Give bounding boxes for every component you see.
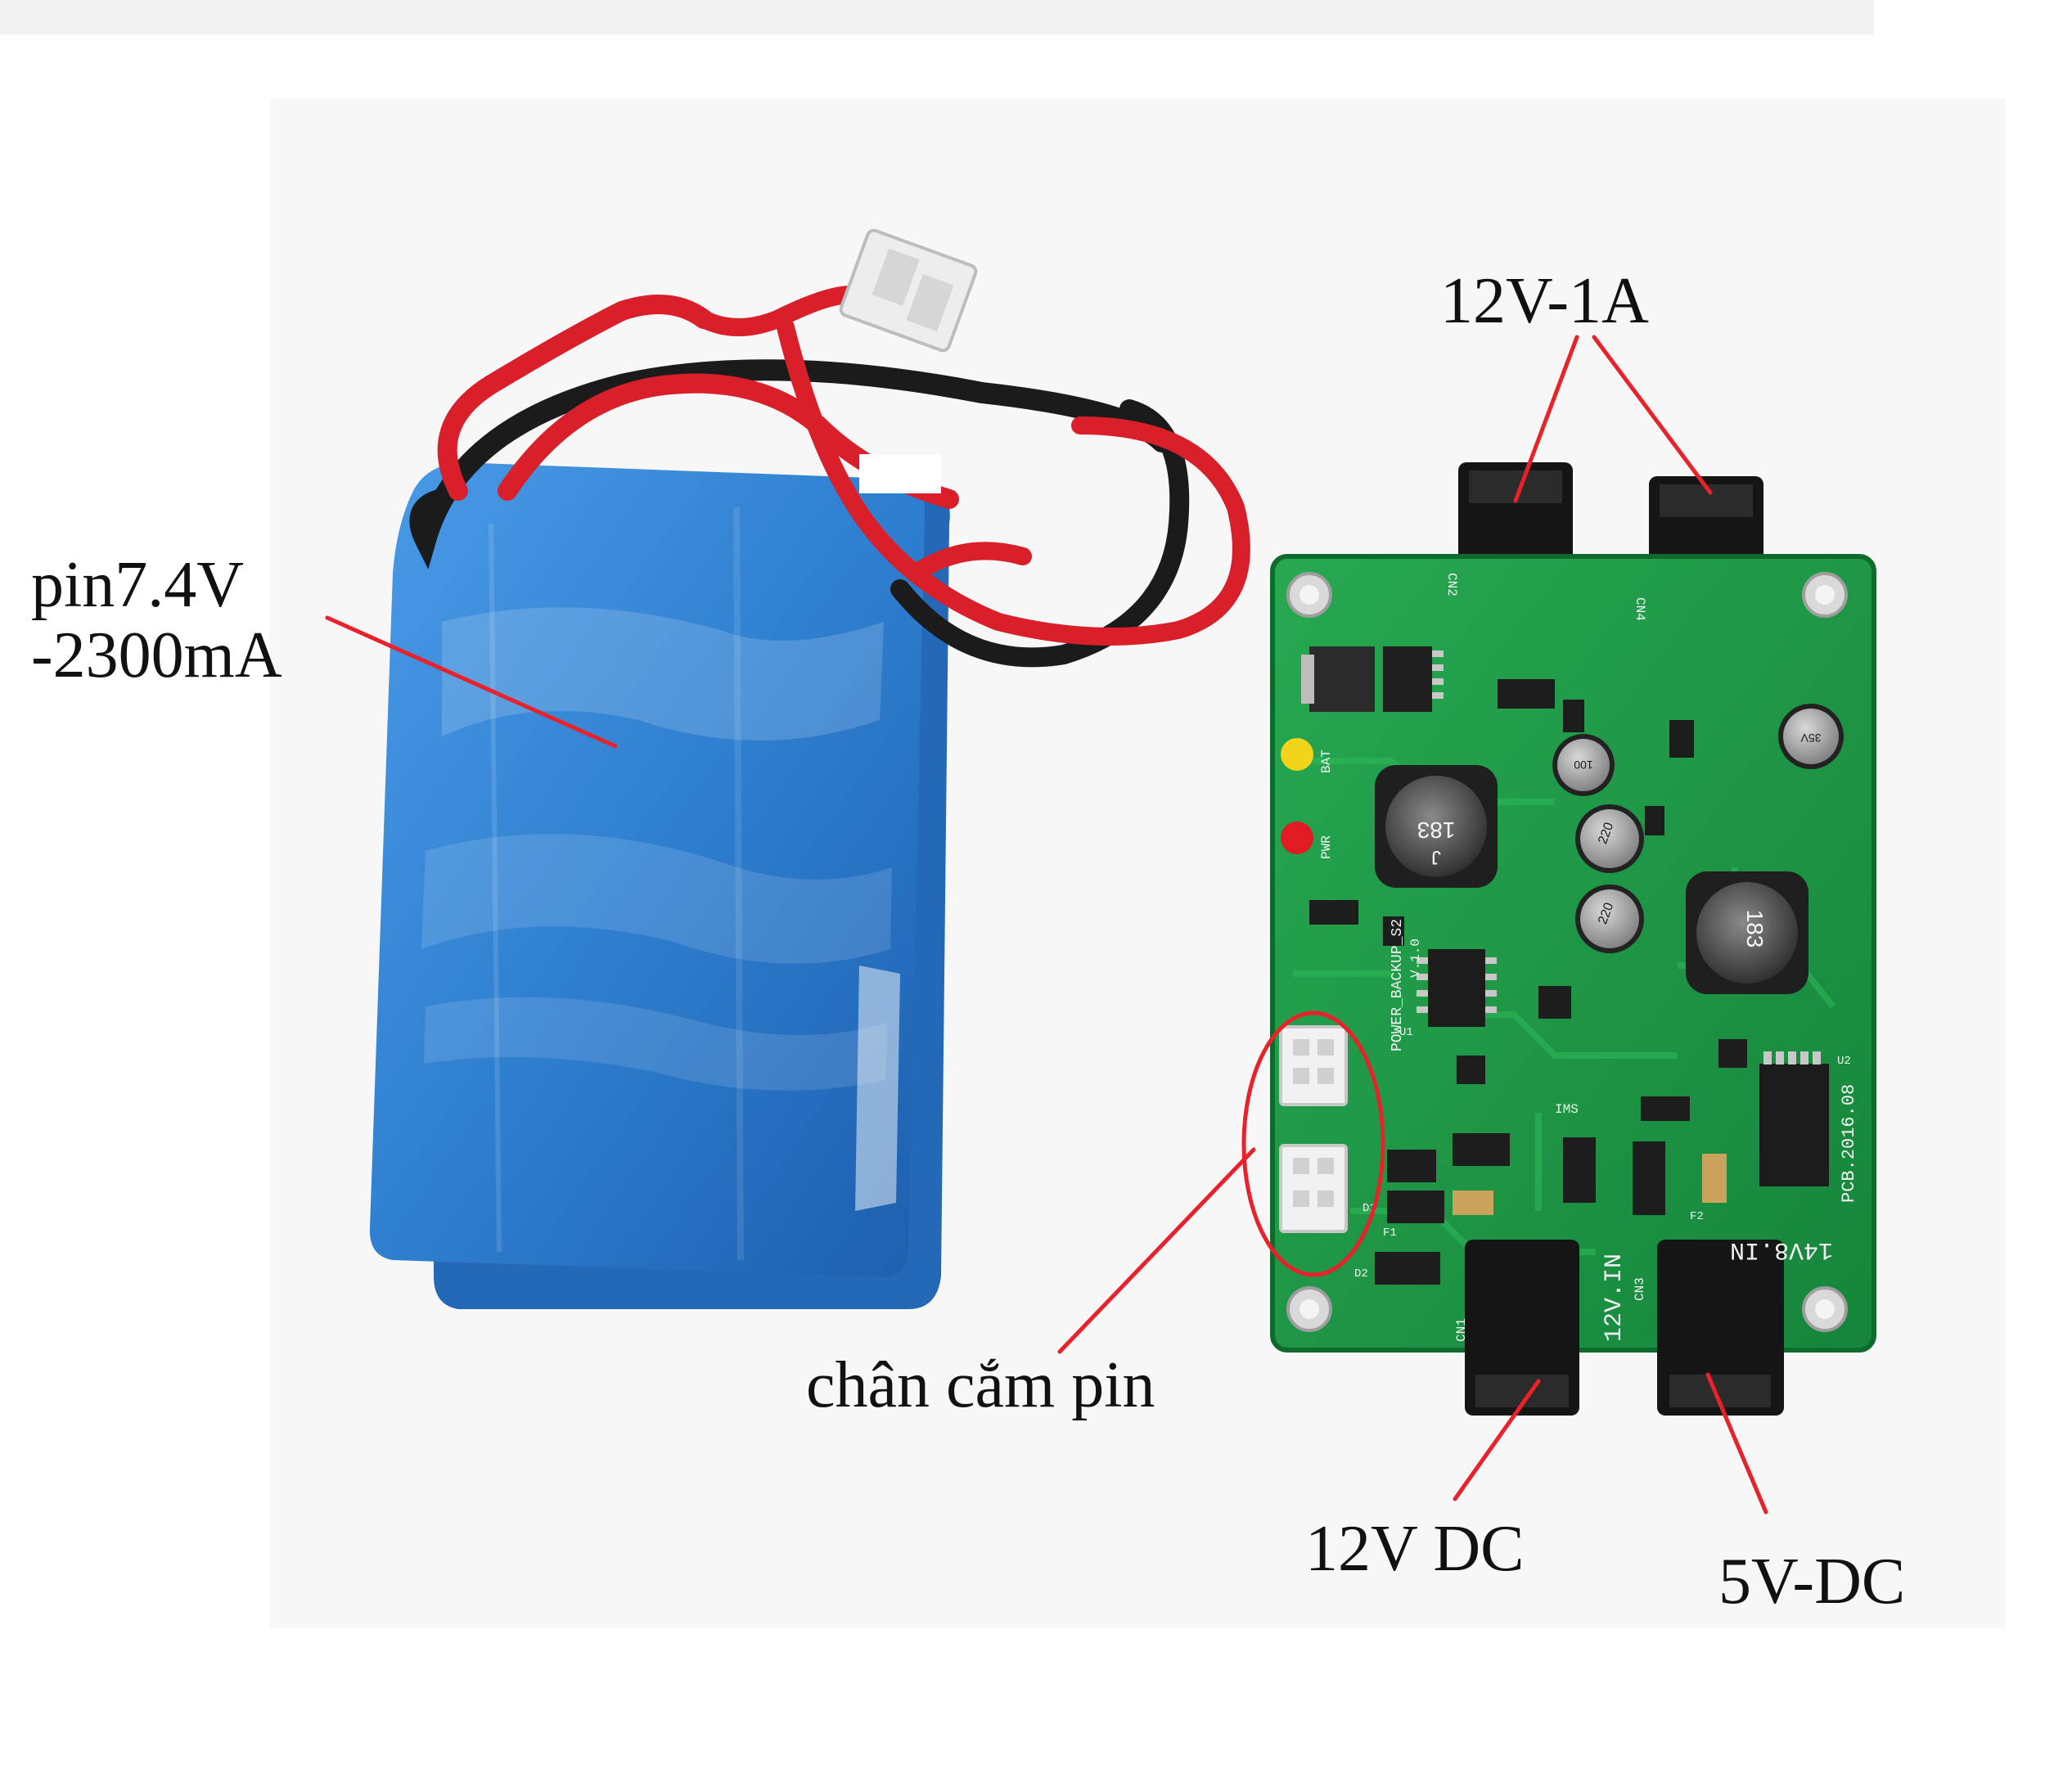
ic-u2	[1759, 1051, 1829, 1186]
pointer-12v1a-left	[1513, 335, 1579, 503]
battery-plug	[839, 228, 978, 353]
component-markings: 183 J 183 220 220 100 35V	[1417, 731, 1822, 948]
silk-cn1: CN1	[1454, 1318, 1469, 1342]
label-5v-dc-output: 5V-DC	[1718, 1546, 1906, 1618]
label-12v-1a-output: 12V-1A	[1440, 265, 1649, 337]
label-battery-connector: chân cắm pin	[806, 1349, 1155, 1421]
silk-f2: F2	[1690, 1210, 1704, 1223]
battery-pack	[369, 462, 950, 1309]
silk-bat: BAT	[1319, 749, 1334, 773]
battery-connector-upper	[1279, 1025, 1348, 1106]
inductor-left	[1375, 765, 1498, 888]
capacitor-100-35v	[1778, 704, 1844, 769]
silk-module-name: POWER_BACKUP_S2	[1390, 919, 1406, 1051]
capacitor-100-hft	[1552, 734, 1615, 796]
cap-35v-val: 35V	[1800, 731, 1822, 745]
top-scan-strip	[0, 0, 1874, 34]
ic-u1	[1417, 949, 1497, 1027]
led-red	[1281, 821, 1313, 854]
voltage-regulator	[1309, 646, 1375, 712]
label-battery-capacity: -2300mA	[31, 619, 282, 692]
battery-connector-lower	[1279, 1144, 1348, 1233]
capacitor-220-bottom	[1575, 884, 1644, 953]
fuse-f2	[1702, 1154, 1727, 1203]
annotations	[325, 335, 1768, 1515]
dc-jack-cn1	[1465, 1240, 1579, 1416]
silk-u1: U1	[1399, 1026, 1413, 1039]
silk-pwr: PWR	[1319, 835, 1334, 859]
pointer-5v-dc	[1705, 1372, 1768, 1515]
connector-highlight-circle	[1241, 1011, 1385, 1277]
pointer-connector	[1057, 1147, 1256, 1354]
battery-wires	[409, 286, 1250, 668]
label-sticker-blank	[859, 454, 941, 493]
ic-u4	[1383, 646, 1432, 712]
silk-ims: IMS	[1555, 1102, 1579, 1117]
inductor-left-code: 183	[1417, 817, 1456, 843]
silk-cn3: CN3	[1633, 1277, 1647, 1301]
silk-pcb-date: PCB.2016.08	[1839, 1084, 1859, 1203]
silk-f1: F1	[1383, 1227, 1397, 1240]
fuse-f1	[1453, 1191, 1493, 1215]
label-battery-voltage: pin7.4V	[31, 549, 244, 621]
inductor-right-code: 183	[1742, 910, 1768, 948]
silk-14v8-in: 14V8.IN	[1730, 1236, 1833, 1263]
smd-components	[1309, 679, 1747, 1285]
label-12v-dc-input: 12V DC	[1305, 1513, 1525, 1585]
led-yellow	[1281, 738, 1313, 771]
silk-12v-in: 12V.IN	[1601, 1254, 1628, 1342]
pointer-battery	[325, 615, 618, 749]
silkscreen: POWER_BACKUP_S2 V.1.0 PCB.2016.08 12V.IN…	[1319, 573, 1859, 1342]
silk-u2: U2	[1837, 1055, 1851, 1068]
cap-100-val: 100	[1574, 758, 1593, 772]
dc-jack-cn3	[1657, 1240, 1784, 1416]
pointer-12v1a-right	[1592, 335, 1713, 495]
capacitor-220-top	[1575, 804, 1644, 873]
inductor-left-code2: J	[1431, 846, 1441, 868]
silk-d2: D2	[1354, 1267, 1368, 1281]
silk-version: V.1.0	[1408, 939, 1423, 978]
silk-cn2: CN2	[1444, 573, 1459, 596]
inductor-right	[1686, 871, 1808, 994]
silk-cn4: CN4	[1633, 597, 1647, 621]
label-battery-spec: pin7.4V -2300mA	[31, 550, 282, 691]
pcb-board: POWER_BACKUP_S2 V.1.0 PCB.2016.08 12V.IN…	[1270, 462, 1876, 1416]
pointer-12v-dc	[1453, 1379, 1541, 1501]
